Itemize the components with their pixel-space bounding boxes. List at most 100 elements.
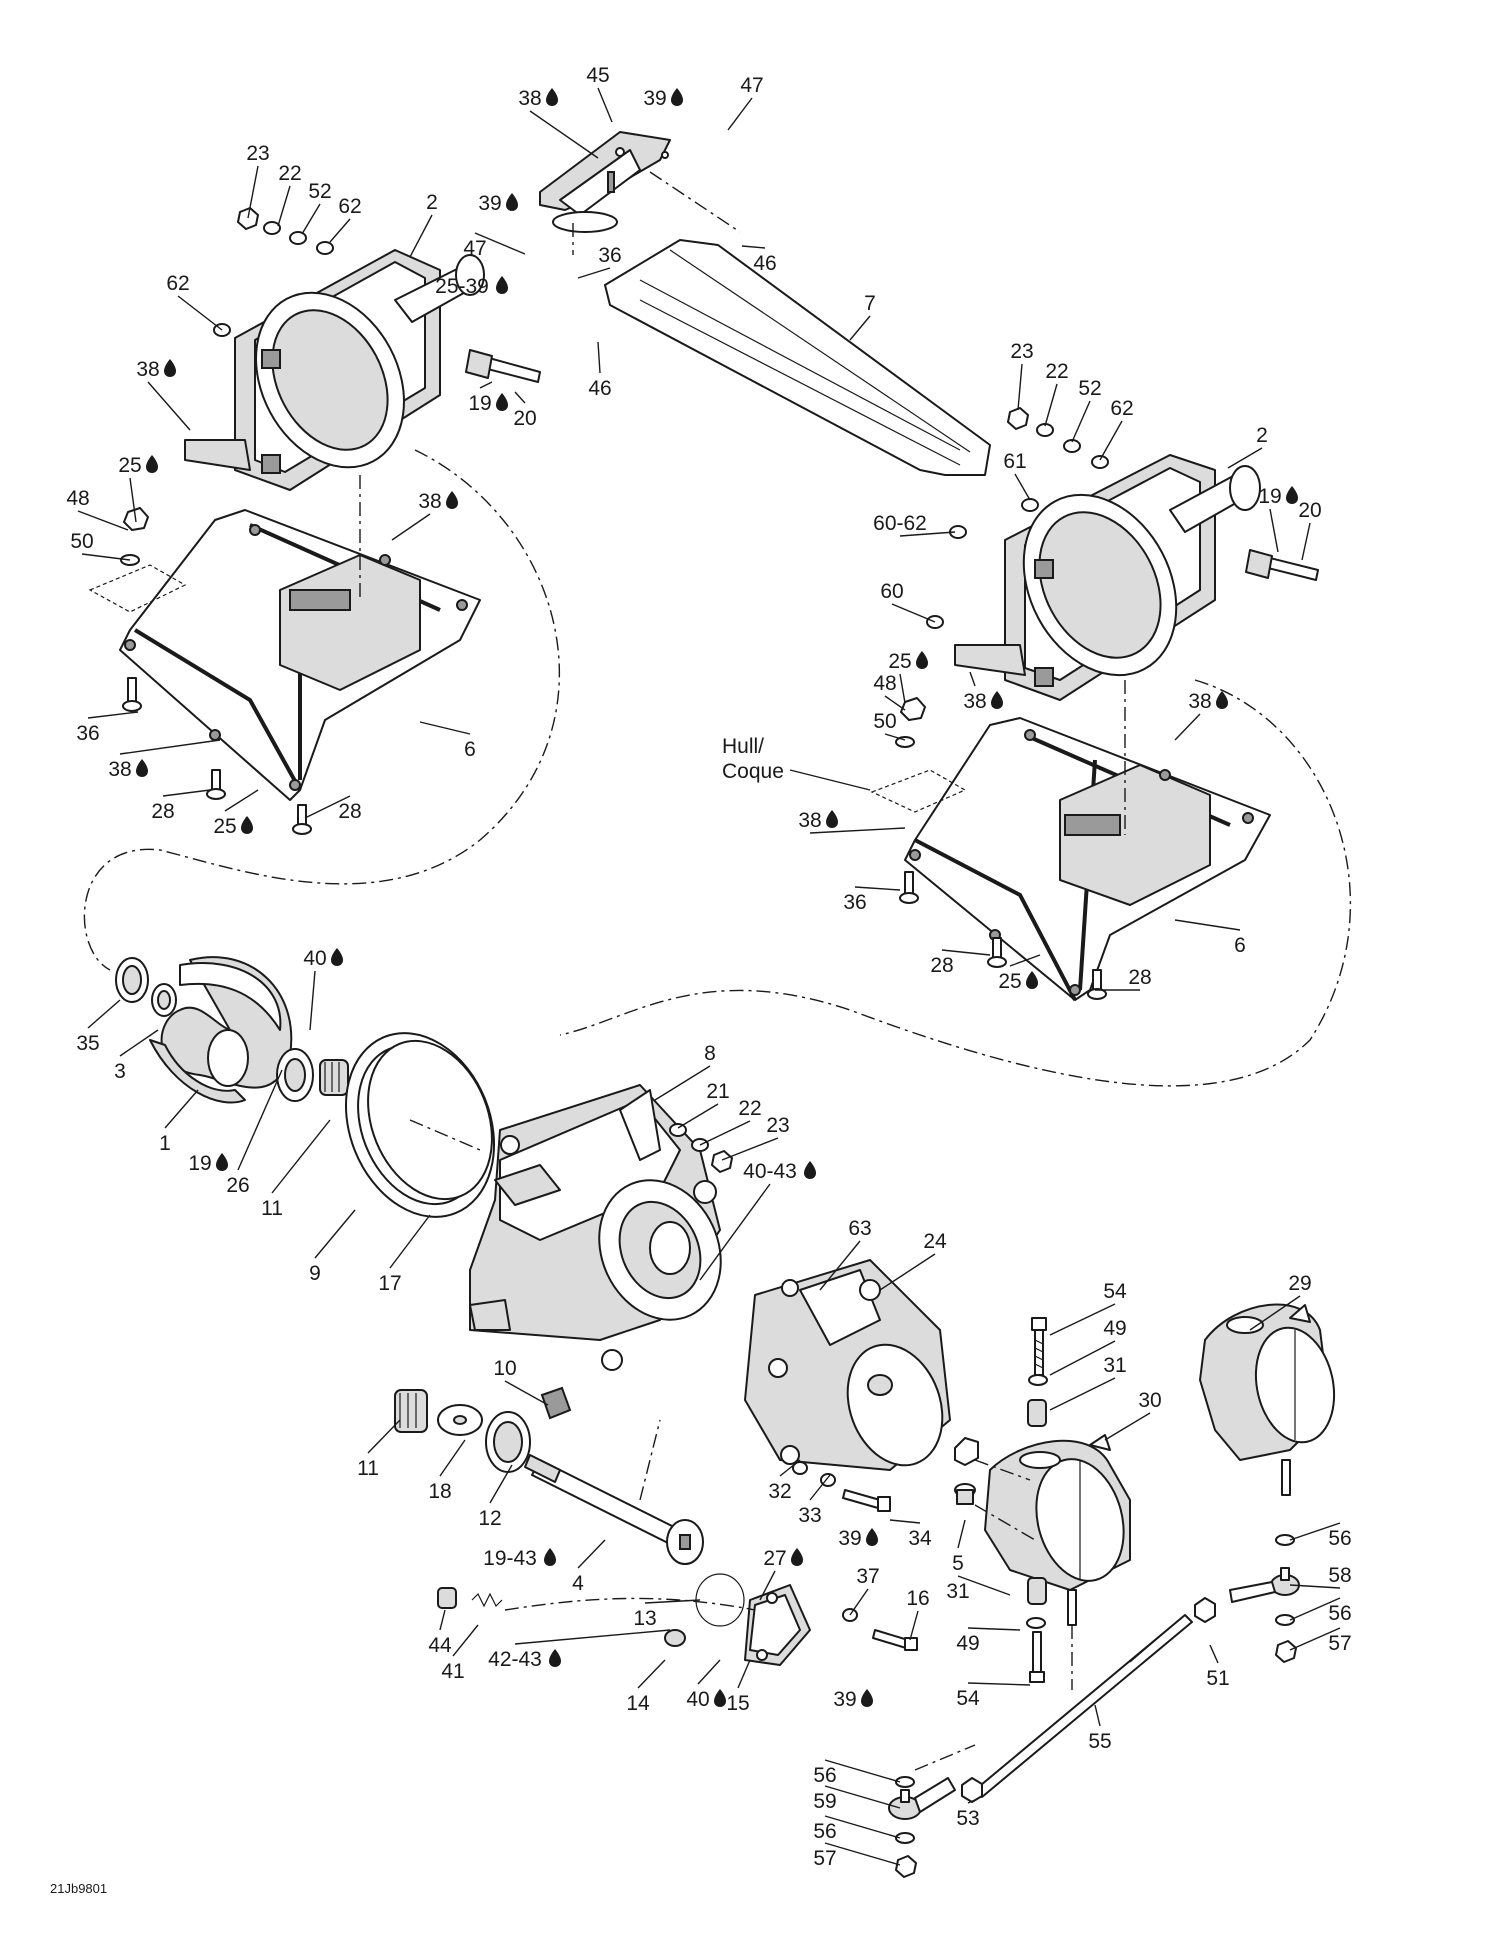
bracket-45 (539, 131, 671, 233)
callout-c36b: 36 (76, 711, 139, 745)
callout-label: 23 (766, 1114, 789, 1137)
callout-label: 4 (572, 1572, 584, 1595)
callout-c28d: 28 (1095, 966, 1152, 991)
callout-label: 40-43 (743, 1160, 797, 1183)
washer-56-b (1275, 1614, 1295, 1626)
callout-label: 28 (930, 954, 953, 977)
callout-c48b: 48 (873, 672, 906, 711)
callout-leader (849, 1588, 869, 1616)
callout-leader (1017, 363, 1023, 411)
callout-c29: 29 (1249, 1272, 1312, 1331)
lubricant-drop-icon (671, 88, 683, 106)
callout-leader (452, 1624, 479, 1657)
callout-c28b: 28 (304, 795, 362, 823)
callout-label: 39 (478, 192, 501, 215)
lubricant-drop-icon (549, 1649, 561, 1667)
lubricant-drop-icon (714, 1689, 726, 1707)
needle-bearing-11-upper (319, 1059, 349, 1096)
callout-c48a: 48 (66, 487, 129, 531)
washer-56-c (895, 1776, 915, 1788)
callout-label: 38 (1188, 690, 1211, 713)
callout-label: 26 (226, 1174, 249, 1197)
lubricant-drop-icon (991, 691, 1003, 709)
callout-c40a: 40 (303, 947, 343, 1031)
bushing-31-top (1027, 1399, 1047, 1427)
lubricant-drop-icon (1216, 691, 1228, 709)
callout-leader (884, 733, 906, 741)
dash-nozzle-2 (974, 1504, 1036, 1541)
callout-label: 34 (908, 1527, 932, 1550)
callout-leader (419, 721, 471, 735)
callout-leader (1044, 383, 1058, 427)
callout-leader (654, 1065, 711, 1101)
callout-c50b: 50 (873, 710, 906, 741)
callout-c42-43: 42-43 (488, 1629, 671, 1671)
callout-label: 7 (864, 292, 876, 315)
seal-3 (151, 983, 177, 1017)
callout-label: 11 (261, 1197, 283, 1220)
callout-leader (967, 1627, 1021, 1631)
callout-label: 11 (357, 1457, 379, 1480)
callout-leader (474, 232, 526, 255)
plate-7 (604, 239, 991, 476)
nut-57-b (895, 1855, 917, 1878)
screw-34 (842, 1489, 891, 1512)
washer-50-right (895, 736, 915, 748)
callout-leader (1174, 713, 1201, 741)
callout-c30: 30 (1104, 1389, 1162, 1441)
callout-c50a: 50 (70, 530, 131, 561)
grate-6-left (119, 509, 481, 801)
callout-c24: 24 (879, 1230, 947, 1291)
callout-c47a: 47 (727, 74, 764, 131)
callout-c23a: 23 (246, 142, 270, 219)
callout-c19-43: 19-43 (483, 1547, 556, 1570)
callout-label: 41 (441, 1660, 464, 1683)
callout-leader (389, 1214, 431, 1269)
callout-label: 46 (753, 252, 776, 275)
callout-label: 45 (586, 64, 609, 87)
callout-c20a: 20 (513, 391, 537, 430)
dash-rod (914, 1744, 976, 1771)
callout-label: 22 (278, 162, 301, 185)
callout-c9: 9 (309, 1209, 356, 1285)
callout-leader (529, 110, 599, 159)
dash-loop-right (559, 679, 1352, 1087)
callout-label: 23 (246, 142, 269, 165)
callout-leader (237, 1069, 283, 1171)
callout-leader (824, 1759, 901, 1783)
callout-c13: 13 (633, 1599, 701, 1630)
callout-leader (439, 1609, 446, 1631)
washer-18 (437, 1404, 483, 1436)
dash-top-1 (649, 171, 741, 233)
callout-leader (77, 510, 129, 531)
callout-leader (809, 1474, 831, 1501)
callout-c22c: 22 (699, 1097, 762, 1146)
washer-56-d (895, 1832, 915, 1844)
callout-leader (367, 1419, 401, 1454)
callout-leader (1174, 919, 1241, 931)
callout-c37: 37 (849, 1565, 880, 1616)
washer-49-bottom (1026, 1617, 1046, 1629)
callout-c35: 35 (76, 999, 121, 1055)
callout-leader (1049, 1340, 1116, 1376)
callout-leader (779, 1459, 801, 1477)
callout-leader (1094, 1704, 1101, 1727)
callout-leader (759, 1570, 776, 1601)
callout-label: 51 (1206, 1667, 1229, 1690)
lubricant-drop-icon (216, 1153, 228, 1171)
callout-label: 19 (468, 392, 491, 415)
rod-55 (974, 1614, 1193, 1798)
callout-leader (1289, 1522, 1341, 1541)
callout-label: 58 (1328, 1564, 1351, 1587)
callout-leader (677, 1103, 719, 1129)
callout-c2a: 2 (409, 191, 438, 258)
callout-leader (737, 1659, 751, 1689)
callout-label: 28 (338, 800, 361, 823)
callout-leader (1301, 522, 1311, 561)
callout-label: 63 (848, 1217, 871, 1240)
callout-leader (504, 1380, 549, 1406)
callout-leader (1289, 1627, 1341, 1651)
dash-shaft (639, 1419, 661, 1501)
callout-label: 33 (798, 1504, 821, 1527)
callout-leader (1209, 1644, 1219, 1664)
